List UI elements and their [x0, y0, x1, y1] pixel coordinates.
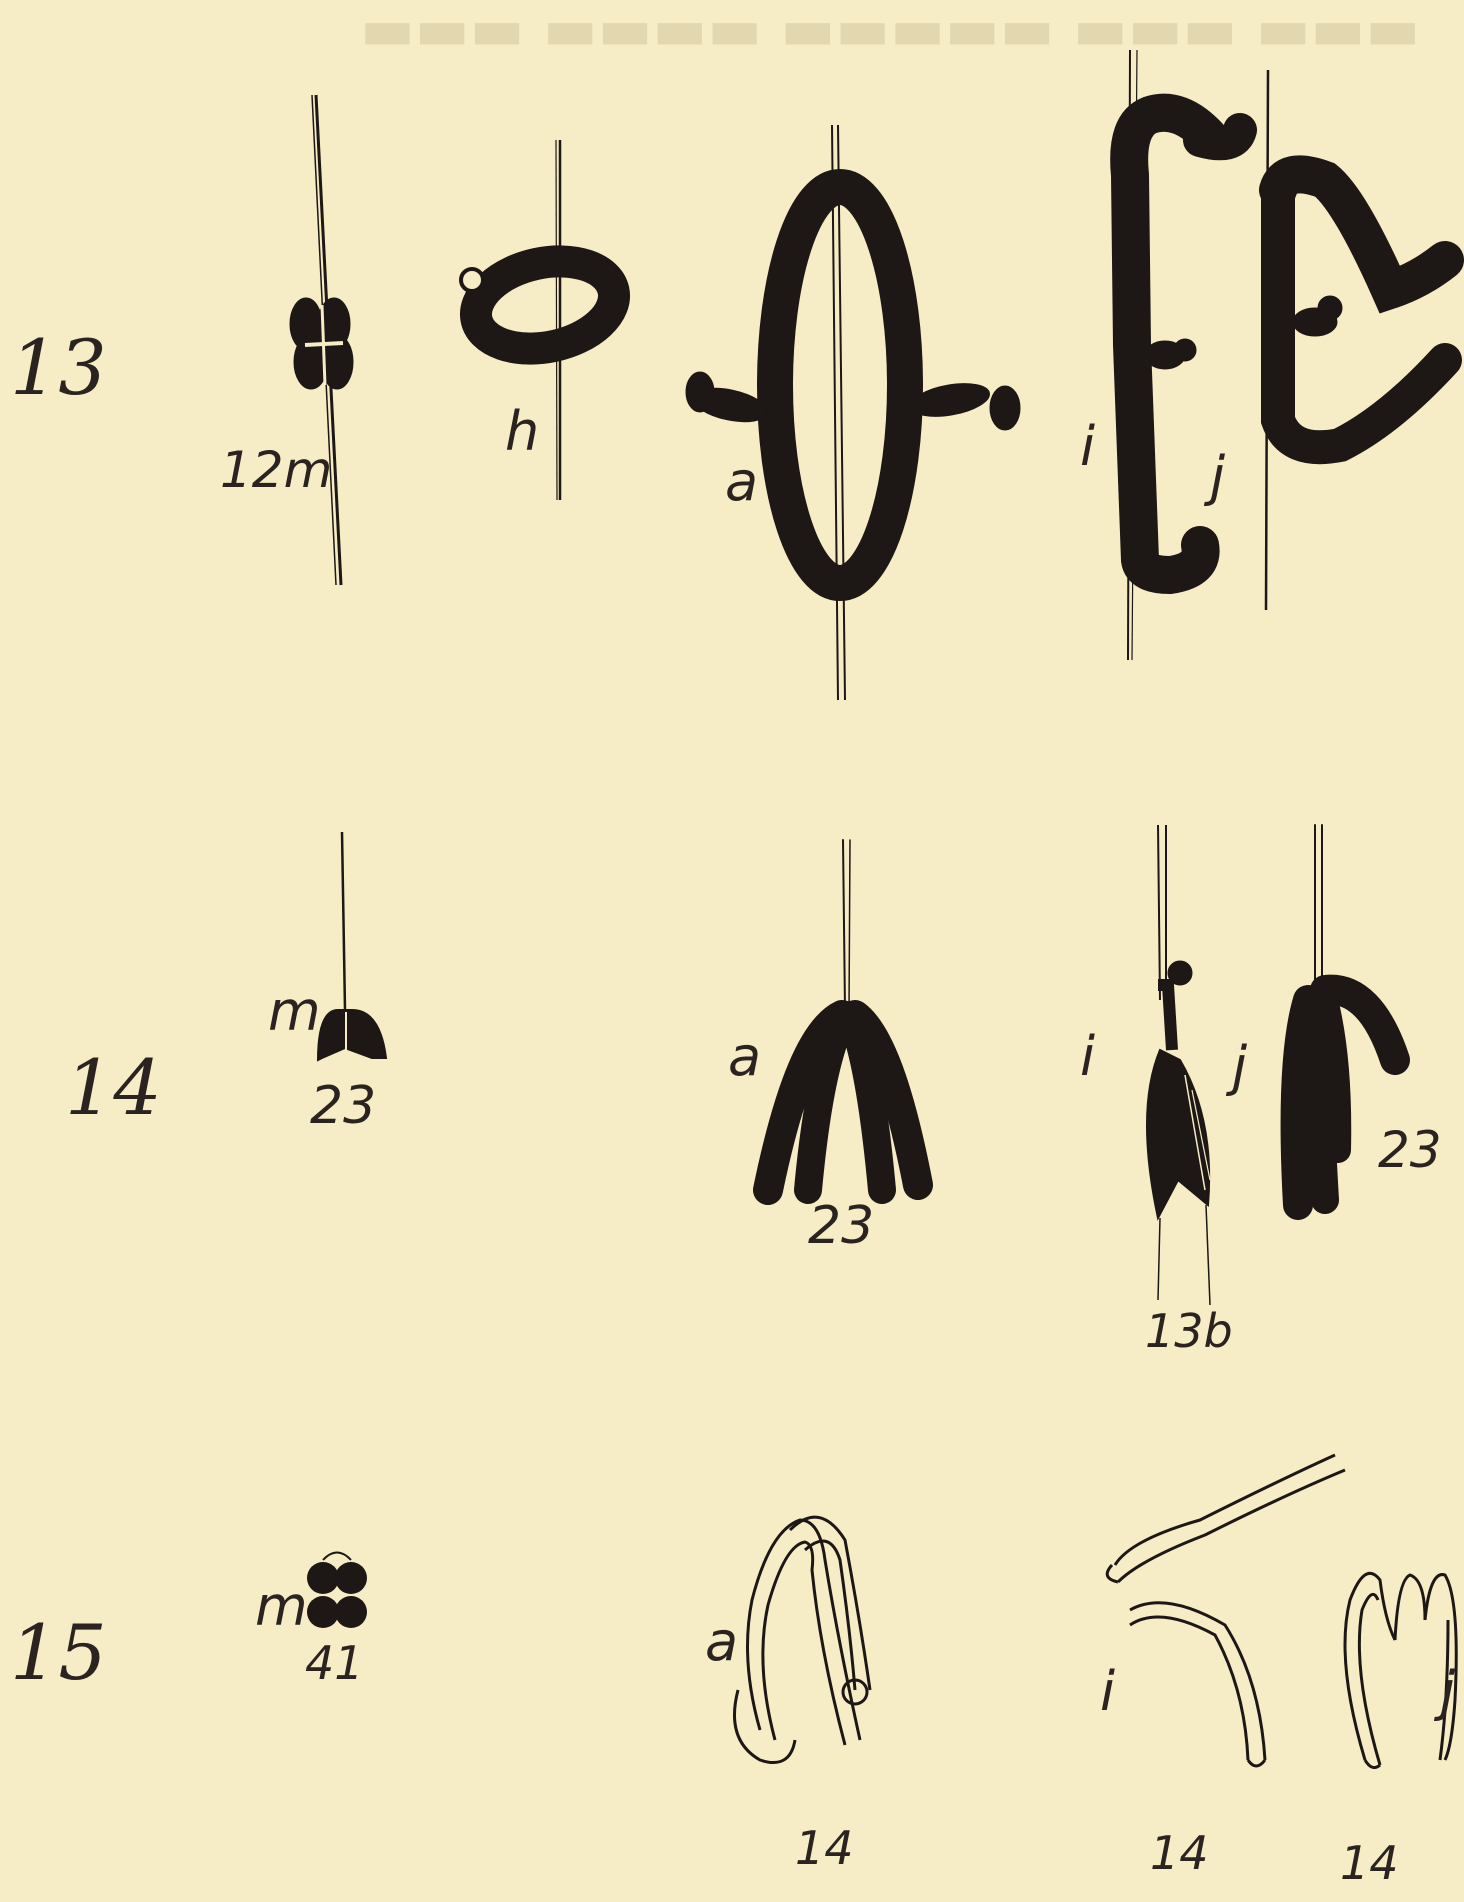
label-13-j: j	[1210, 450, 1225, 504]
label-15-a-number: 14	[795, 1825, 854, 1871]
fig14-m-chromosome	[318, 832, 386, 1060]
row-number-13: 13	[10, 330, 107, 406]
label-14-j-number: 23	[1378, 1125, 1442, 1175]
label-14-j: j	[1232, 1040, 1247, 1094]
fig14-i-chromosome	[1147, 825, 1210, 1305]
row-number-14: 14	[65, 1050, 162, 1126]
fig13-m-chromosome	[290, 95, 353, 585]
label-13-a: a	[725, 455, 758, 509]
label-14-m: m	[268, 985, 321, 1039]
fig14-a-chromosome	[768, 840, 918, 1190]
label-14-i: i	[1080, 1030, 1095, 1084]
label-13-h: h	[505, 405, 539, 459]
label-15-j: j	[1440, 1665, 1455, 1719]
fig15-a-outline	[734, 1517, 870, 1762]
label-14-a-number: 23	[808, 1200, 874, 1252]
fig15-i-outline	[1107, 1455, 1345, 1766]
label-15-i: i	[1100, 1665, 1115, 1719]
label-15-m-number: 41	[305, 1640, 364, 1686]
label-13-i: i	[1080, 420, 1095, 474]
label-15-a: a	[705, 1615, 738, 1669]
label-15-j-number: 14	[1340, 1840, 1399, 1886]
label-14-a: a	[728, 1030, 761, 1084]
row-number-15: 15	[10, 1615, 107, 1691]
label-15-i-number: 14	[1150, 1830, 1209, 1876]
fig15-m-tetrad	[307, 1553, 367, 1629]
label-13-m: 12m	[220, 445, 332, 495]
fig13-a-ring	[686, 125, 1020, 700]
label-14-i-number: 13b	[1145, 1308, 1233, 1354]
label-15-m: m	[255, 1580, 308, 1634]
fig13-i-bracket	[1128, 50, 1240, 660]
fig13-h-ring	[461, 140, 622, 500]
fig13-j-figure	[1266, 70, 1445, 610]
label-14-m-number: 23	[310, 1080, 376, 1132]
